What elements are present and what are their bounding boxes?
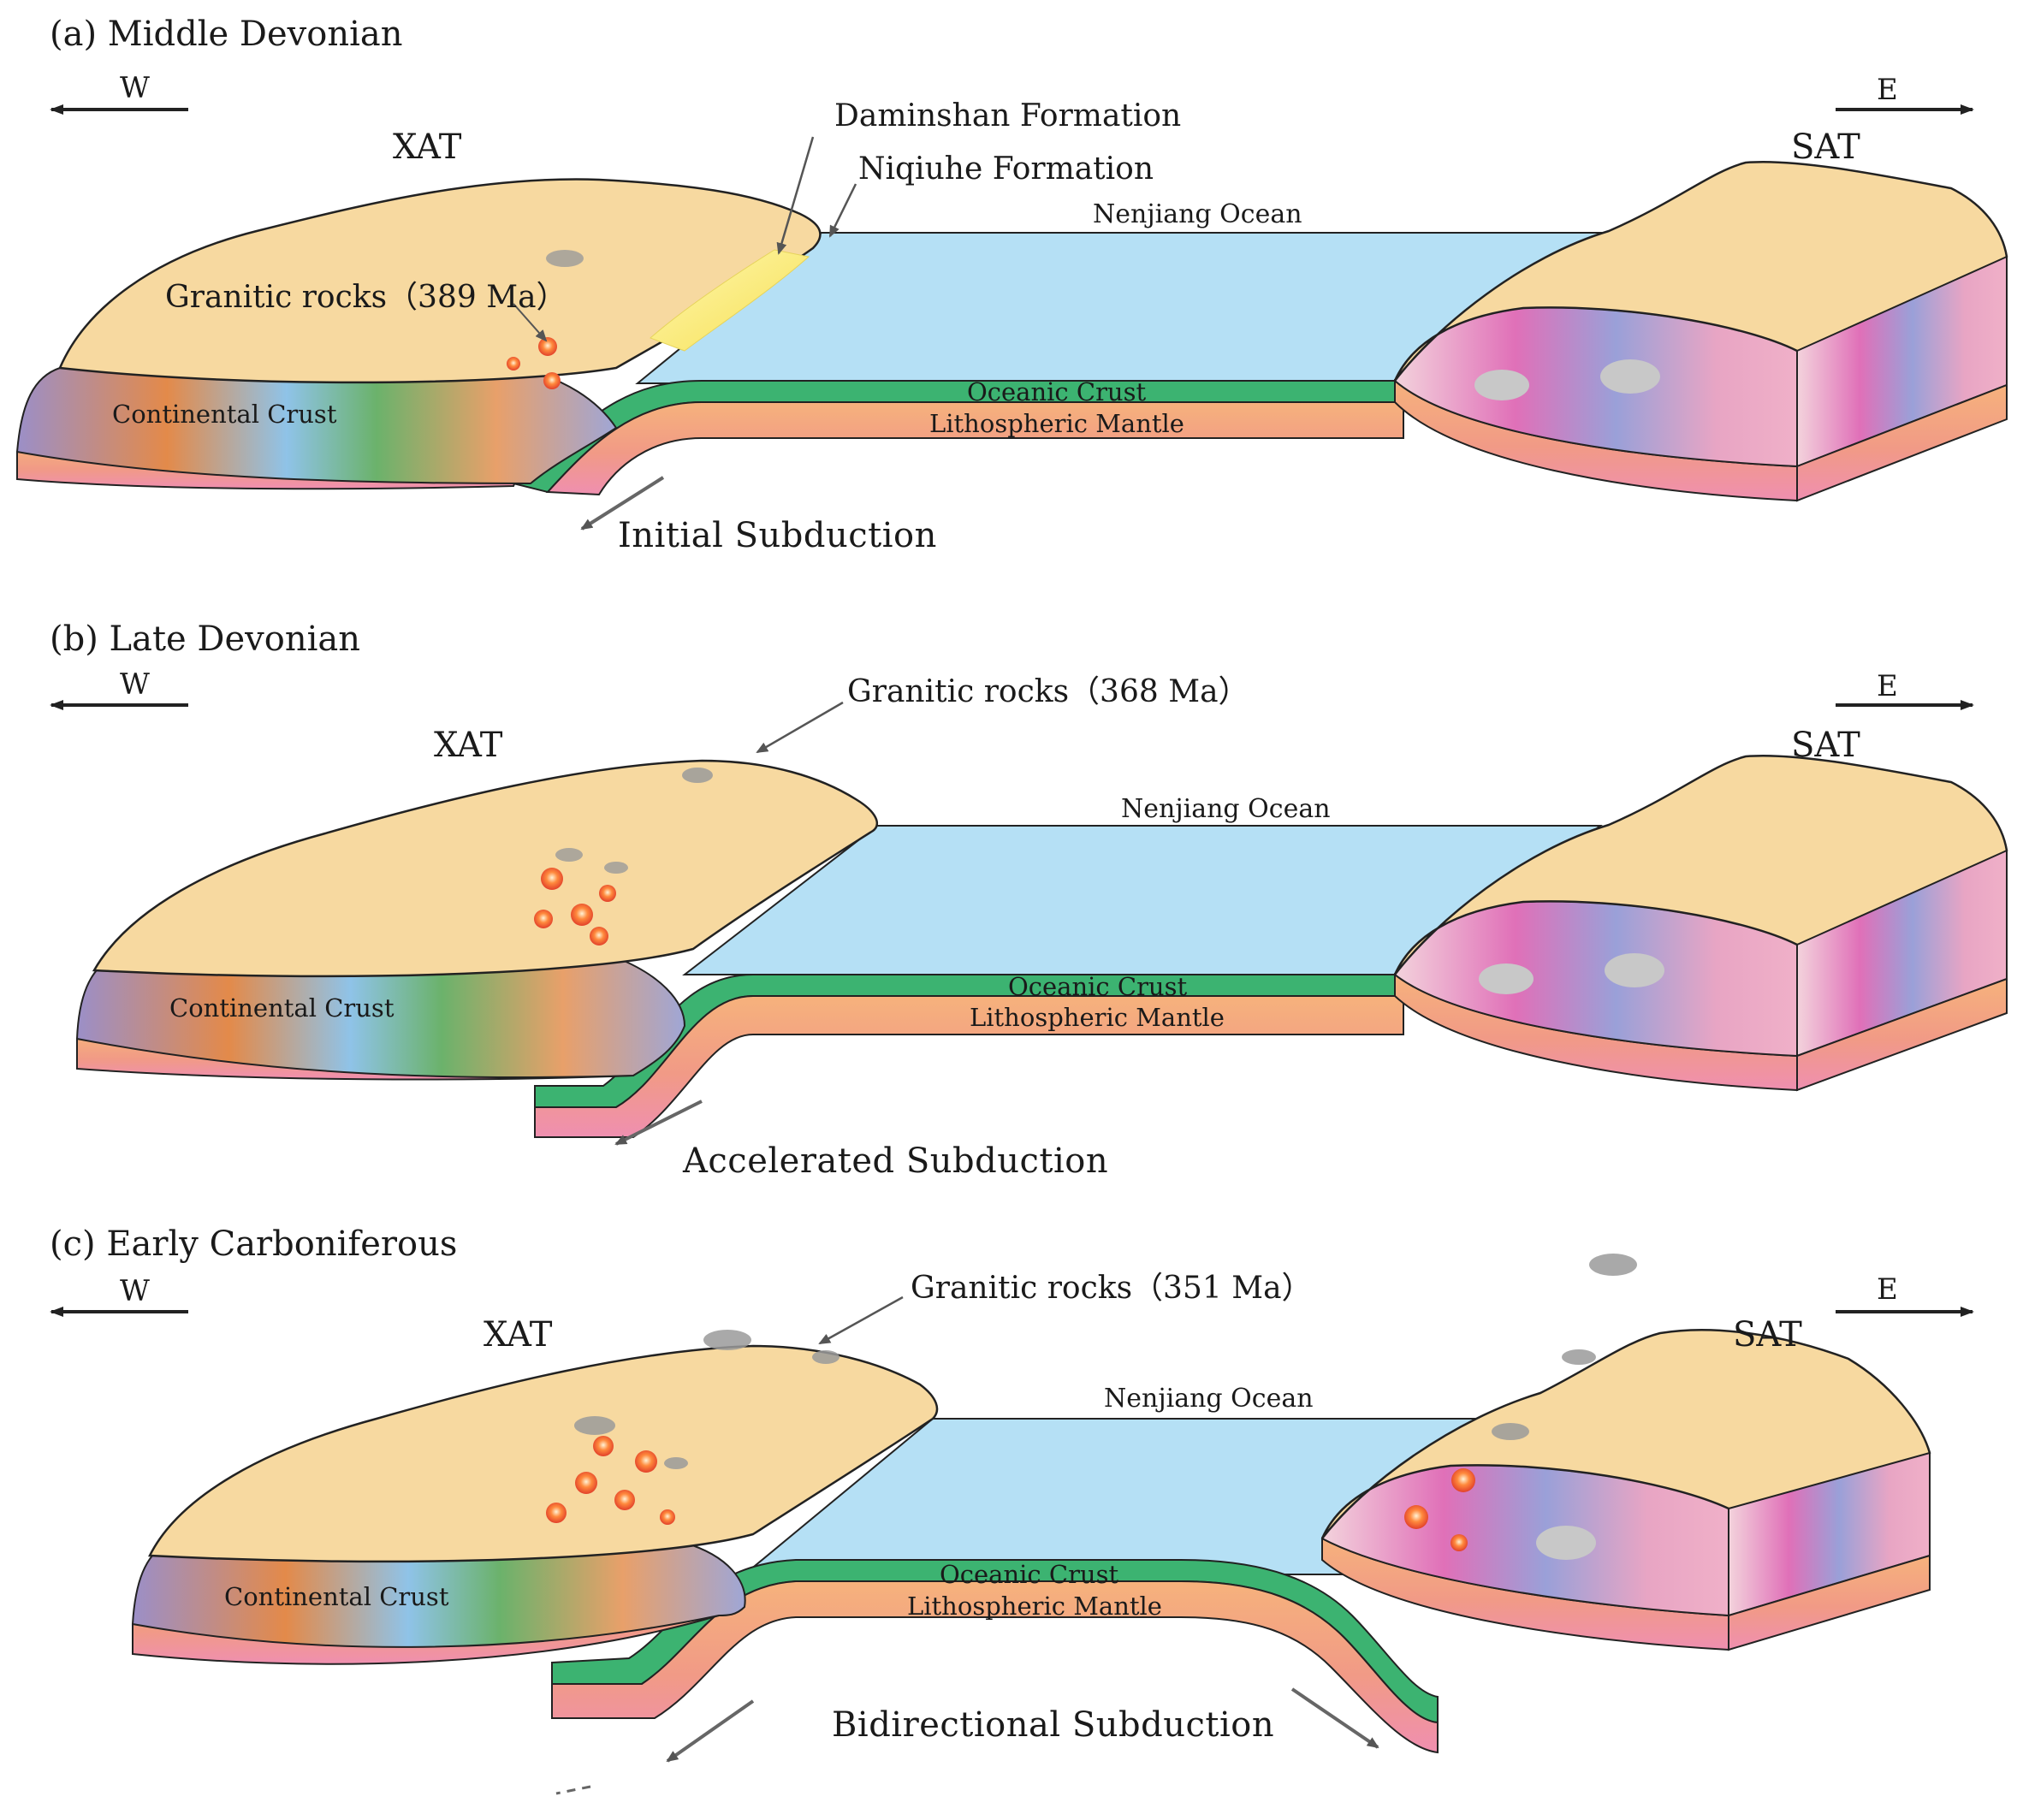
magma-icon [571, 904, 593, 926]
west-label: W [120, 667, 150, 702]
xat-label: XAT [484, 1315, 553, 1355]
smoke-icon [555, 848, 583, 862]
subduction-arrow-icon [580, 476, 665, 531]
magma-icon [507, 357, 520, 371]
mantle-slab [551, 1580, 1439, 1754]
magma-icon [1451, 1468, 1475, 1492]
sat-label: SAT [1791, 726, 1860, 765]
right-side-mantle [1796, 977, 2008, 1092]
panel-title: (c) Early Carboniferous [50, 1224, 458, 1264]
oceanic-crust-label: Oceanic Crust [940, 1560, 1119, 1589]
mantle-label: Lithospheric Mantle [907, 1592, 1162, 1621]
continental-crust-label: Continental Crust [169, 993, 395, 1023]
smoke-icon [546, 250, 584, 267]
smoke-icon [664, 1457, 688, 1469]
granite-leader [513, 303, 548, 342]
slab-continuation-dash [555, 1785, 591, 1795]
magma-icon [1404, 1505, 1428, 1529]
subduction-caption: Initial Subduction [618, 516, 937, 555]
niqiuhe-label: Niqiuhe Formation [858, 151, 1154, 187]
right-side-mantle [1796, 383, 2008, 502]
smoke-icon [682, 768, 713, 783]
smoke-icon [1589, 1254, 1637, 1276]
granite-leader [818, 1295, 904, 1345]
magma-icon [546, 1503, 567, 1523]
magma-icon [660, 1509, 675, 1525]
ocean-label: Nenjiang Ocean [1121, 794, 1331, 824]
magma-icon [1451, 1534, 1468, 1551]
oceanic-crust-label: Oceanic Crust [967, 377, 1147, 406]
panel-b-diagram [50, 700, 2008, 1146]
subduction-caption: Bidirectional Subduction [832, 1705, 1275, 1745]
magma-icon [599, 885, 616, 902]
panel-c: (c) Early Carboniferous W E XAT SAT Gran… [0, 1213, 2023, 1820]
magma-icon [534, 910, 553, 928]
daminshan-formation-strip [650, 249, 810, 352]
west-label: W [120, 71, 150, 105]
granite-body [1479, 963, 1534, 994]
left-continental-crust-section [15, 367, 618, 485]
granite-label: Granitic rocks（389 Ma） [165, 280, 567, 315]
mantle-label: Lithospheric Mantle [970, 1003, 1225, 1032]
subduction-arrow-icon [614, 1100, 703, 1146]
granite-body [1536, 1526, 1596, 1560]
smoke-icon [812, 1350, 839, 1364]
east-label: E [1877, 73, 1898, 107]
panel-a-diagram [15, 104, 2008, 531]
continental-crust-label: Continental Crust [112, 400, 337, 429]
mantle-slab [545, 401, 1404, 496]
subduction-caption: Accelerated Subduction [683, 1141, 1109, 1181]
xat-label: XAT [393, 127, 462, 167]
daminshan-label: Daminshan Formation [834, 98, 1182, 133]
panel-title: (b) Late Devonian [50, 620, 360, 659]
smoke-icon [703, 1330, 751, 1350]
ocean-label: Nenjiang Ocean [1093, 199, 1302, 229]
granite-label: Granitic rocks（368 Ma） [847, 674, 1249, 709]
panel-c-diagram [50, 1254, 1974, 1795]
magma-icon [538, 337, 557, 356]
sat-label: SAT [1791, 127, 1860, 167]
east-label: E [1877, 669, 1898, 703]
right-side-mantle [1728, 1554, 1931, 1651]
panel-a: (a) Middle Devonian W E XAT SAT Daminsha… [0, 0, 2023, 607]
right-land-surface [1320, 1329, 1931, 1539]
continental-crust-label: Continental Crust [224, 1582, 449, 1611]
daminshan-leader [776, 136, 815, 255]
magma-icon [590, 927, 608, 946]
magma-icon [575, 1472, 597, 1494]
magma-icon [635, 1450, 657, 1473]
magma-icon [541, 868, 563, 890]
smoke-icon [1492, 1423, 1529, 1440]
mantle-label: Lithospheric Mantle [929, 409, 1184, 438]
mantle-slab [534, 995, 1404, 1138]
granite-body [1474, 370, 1529, 400]
smoke-icon [604, 862, 628, 874]
xat-label: XAT [434, 726, 503, 765]
ocean-label: Nenjiang Ocean [1104, 1384, 1314, 1414]
left-land-surface [92, 759, 878, 978]
west-label: W [120, 1274, 150, 1308]
sat-label: SAT [1733, 1315, 1802, 1355]
right-continental-crust-section [1393, 306, 1798, 468]
subduction-arrow-right-icon [1290, 1687, 1379, 1749]
magma-icon [543, 372, 561, 389]
panel-b: (b) Late Devonian W E XAT SAT Granitic r… [0, 607, 2023, 1213]
left-land-surface [148, 1344, 939, 1563]
smoke-icon [574, 1416, 615, 1435]
magma-icon [614, 1490, 635, 1510]
granite-body [1600, 359, 1660, 394]
granite-body [1605, 953, 1664, 987]
oceanic-crust-label: Oceanic Crust [1008, 972, 1188, 1001]
granite-leader [756, 701, 844, 754]
panel-title: (a) Middle Devonian [50, 15, 403, 54]
magma-icon [593, 1436, 614, 1456]
granite-label: Granitic rocks（351 Ma） [911, 1271, 1313, 1306]
east-label: E [1877, 1272, 1898, 1307]
subduction-arrow-left-icon [666, 1699, 755, 1763]
niqiuhe-leader [828, 183, 857, 238]
smoke-icon [1562, 1349, 1596, 1365]
